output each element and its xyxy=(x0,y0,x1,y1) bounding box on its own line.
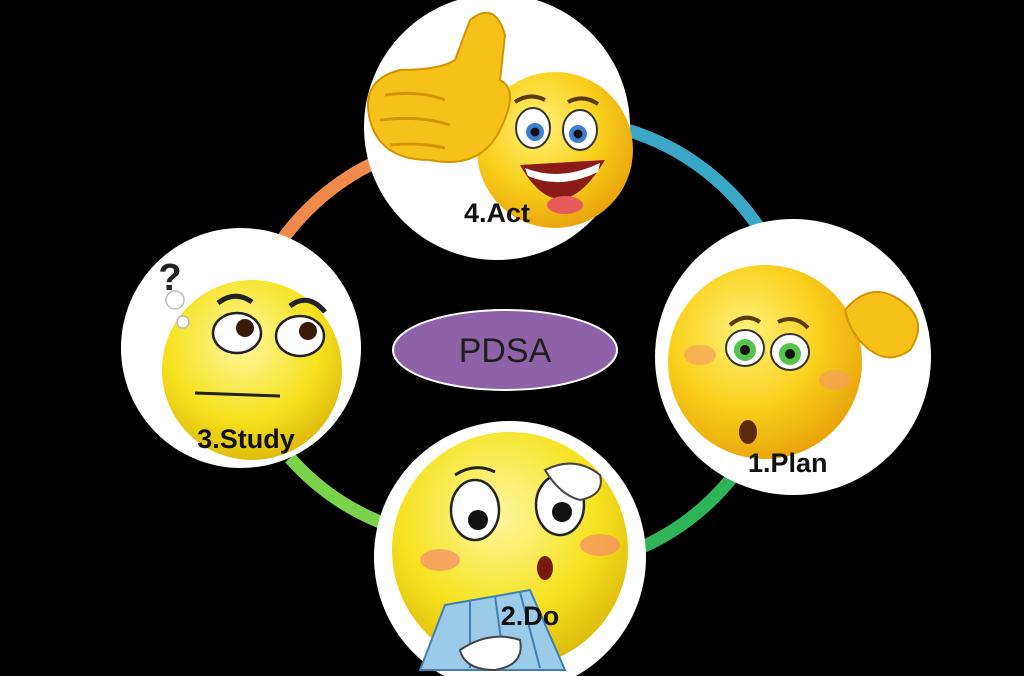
stage-study: ? 3.Study xyxy=(121,228,361,468)
center-node: PDSA xyxy=(392,309,618,391)
stage-do-label: 2.Do xyxy=(501,601,560,631)
stage-study-label: 3.Study xyxy=(197,424,295,454)
stage-act-label: 4.Act xyxy=(464,198,530,228)
stage-plan: 1.Plan xyxy=(655,219,931,495)
thumbs-up-grin-face-icon xyxy=(367,11,633,228)
surprised-fan-face-icon xyxy=(392,432,628,672)
confused-question-face-icon: ? xyxy=(158,257,342,460)
worried-thinking-face-icon xyxy=(668,265,919,459)
stage-act: 4.Act xyxy=(364,0,633,260)
center-label: PDSA xyxy=(459,332,552,370)
ring-segment-study-to-act xyxy=(276,154,383,244)
ring-segment-do-to-study xyxy=(285,453,383,529)
svg-text:?: ? xyxy=(158,257,181,299)
stage-do: 2.Do xyxy=(374,421,646,676)
center-ellipse xyxy=(392,309,618,391)
stage-plan-label: 1.Plan xyxy=(748,448,828,478)
